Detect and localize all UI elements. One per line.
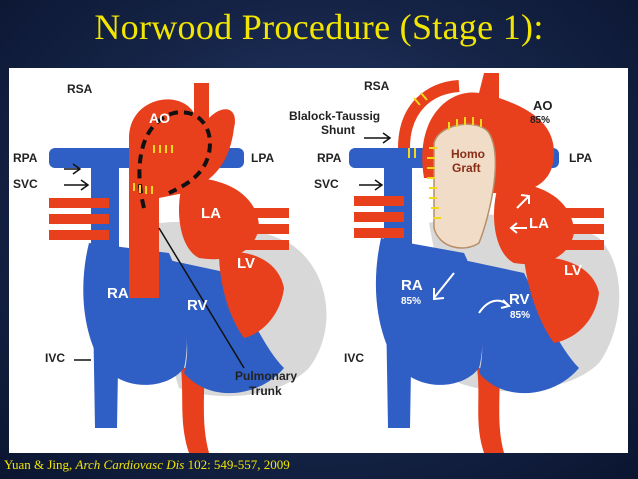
left-label-pulmonary: Pulmonary [235, 369, 297, 383]
left-label-ra: RA [107, 285, 129, 302]
right-label-svc: SVC [314, 177, 339, 191]
left-label-svc: SVC [13, 177, 38, 191]
right-label-ao-pct: 85% [530, 115, 550, 126]
right-left-ventricle [524, 257, 599, 343]
norwood-figure: RSA AO RPA LPA SVC LA LV RA RV IVC Pulmo… [9, 68, 628, 453]
left-left-ventricle [219, 252, 284, 338]
left-pulmonary-trunk-pointer [158, 227, 245, 369]
left-descending-aorta [181, 368, 209, 453]
right-right-ventricle [454, 258, 579, 394]
left-label-lpa: LPA [251, 151, 274, 165]
citation-journal: Arch Cardiovasc Dis [75, 457, 185, 472]
left-label-lv: LV [237, 255, 255, 272]
right-label-bt1: Blalock-Taussig [289, 109, 380, 123]
right-label-homo: Homo [451, 147, 485, 161]
right-diagram: RSA Blalock-Taussig Shunt AO 85% RPA LPA… [289, 73, 620, 453]
right-label-ao: AO [533, 98, 553, 113]
left-label-rsa: RSA [67, 82, 93, 96]
slide-title: Norwood Procedure (Stage 1): [94, 7, 544, 47]
citation: Yuan & Jing, Arch Cardiovasc Dis 102: 54… [4, 457, 290, 473]
right-right-atrium [375, 238, 483, 385]
left-rpa-arrow [64, 163, 82, 175]
right-label-lpa: LPA [569, 151, 592, 165]
right-label-rsa: RSA [364, 79, 390, 93]
left-diagram: RSA AO RPA LPA SVC LA LV RA RV IVC Pulmo… [13, 82, 327, 453]
left-incision-line [137, 110, 212, 209]
left-svc-arrow [64, 179, 90, 191]
right-descending-aorta [477, 368, 504, 453]
right-bt-shunt [398, 80, 460, 149]
left-right-ventricle [159, 258, 284, 394]
right-label-rpa: RPA [317, 151, 342, 165]
left-label-ivc: IVC [45, 351, 65, 365]
right-label-lv: LV [564, 262, 582, 279]
right-label-ivc: IVC [344, 351, 364, 365]
left-label-trunk: Trunk [249, 384, 282, 398]
right-sutures [408, 92, 482, 219]
right-label-rv-pct: 85% [510, 310, 530, 321]
right-flow-arrows [433, 194, 530, 314]
right-label-bt2: Shunt [321, 123, 355, 137]
right-label-graft: Graft [452, 161, 481, 175]
left-label-la: LA [201, 205, 221, 222]
right-label-ra: RA [401, 277, 423, 294]
right-pulmonary-veins-left [354, 196, 404, 238]
right-label-ra-pct: 85% [401, 296, 421, 307]
left-sutures [133, 145, 173, 194]
right-homograft [433, 123, 497, 249]
right-label-rv: RV [509, 291, 530, 308]
left-pulmonary-veins-left [49, 198, 109, 240]
left-label-rv: RV [187, 297, 208, 314]
citation-details: 102: 549-557, 2009 [184, 457, 290, 472]
right-svc-arrow [359, 179, 384, 191]
left-left-atrium [179, 177, 259, 260]
left-right-atrium [83, 243, 187, 385]
left-label-rpa: RPA [13, 151, 38, 165]
left-label-ao: AO [149, 110, 170, 126]
right-bt-arrow [364, 132, 392, 144]
citation-authors: Yuan & Jing, [4, 457, 76, 472]
right-label-la: LA [529, 215, 549, 232]
left-pulmonary-veins-right [234, 208, 289, 250]
right-pulmonary-veins-right [549, 208, 604, 250]
